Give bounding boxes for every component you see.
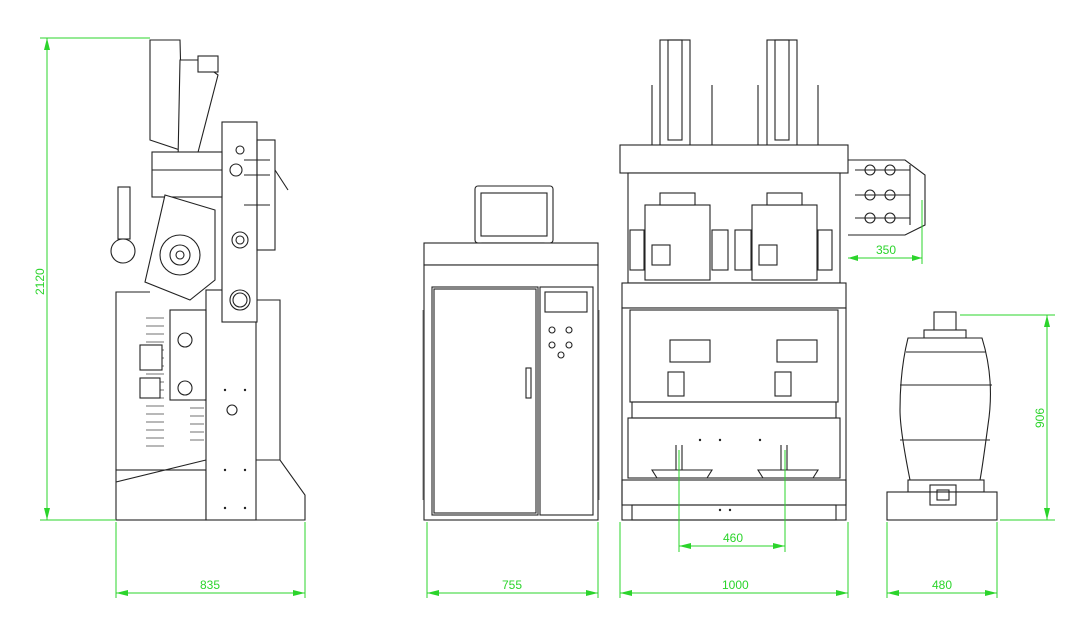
front-view-machine [619,39,926,521]
dimension-label-460: 460 [723,531,743,545]
barrel-unit [886,311,998,521]
dimension-350: 350 [848,200,923,264]
dimension-835: 835 [115,522,306,598]
side-view-machine [110,39,306,521]
dimension-label-2120: 2120 [33,268,47,295]
dimension-label-835: 835 [200,578,220,592]
dimension-755: 755 [426,522,599,598]
dimension-label-480: 480 [932,578,952,592]
control-cabinet [422,185,600,521]
dimension-label-906: 906 [1033,408,1047,428]
dimension-460: 460 [678,450,786,552]
dimension-906: 906 [960,314,1055,521]
dimension-480: 480 [886,522,998,598]
dimension-label-1000: 1000 [722,578,749,592]
dimension-2120: 2120 [33,37,150,521]
dimension-label-350: 350 [876,243,896,257]
dimension-label-755: 755 [502,578,522,592]
dimension-1000: 1000 [619,522,849,598]
